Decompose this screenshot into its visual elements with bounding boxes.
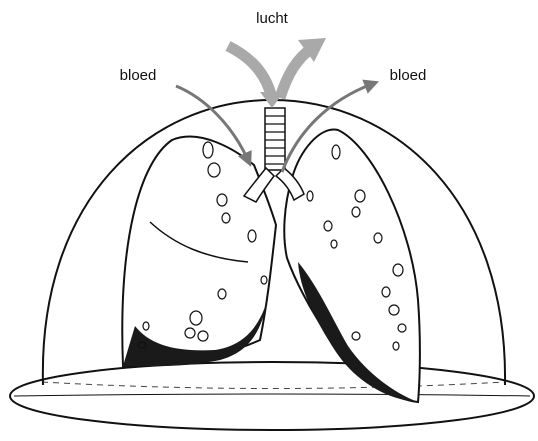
blood-right-label: bloed (390, 67, 427, 84)
right-lung (284, 130, 420, 402)
trachea (244, 108, 304, 202)
blood-left-label: bloed (120, 67, 157, 84)
air-in-arrow (228, 46, 272, 98)
air-out-arrow (280, 48, 312, 98)
air-label: lucht (256, 10, 289, 27)
base-plate (10, 362, 534, 430)
air-flow-arrows (228, 38, 326, 108)
left-lung (122, 137, 276, 367)
